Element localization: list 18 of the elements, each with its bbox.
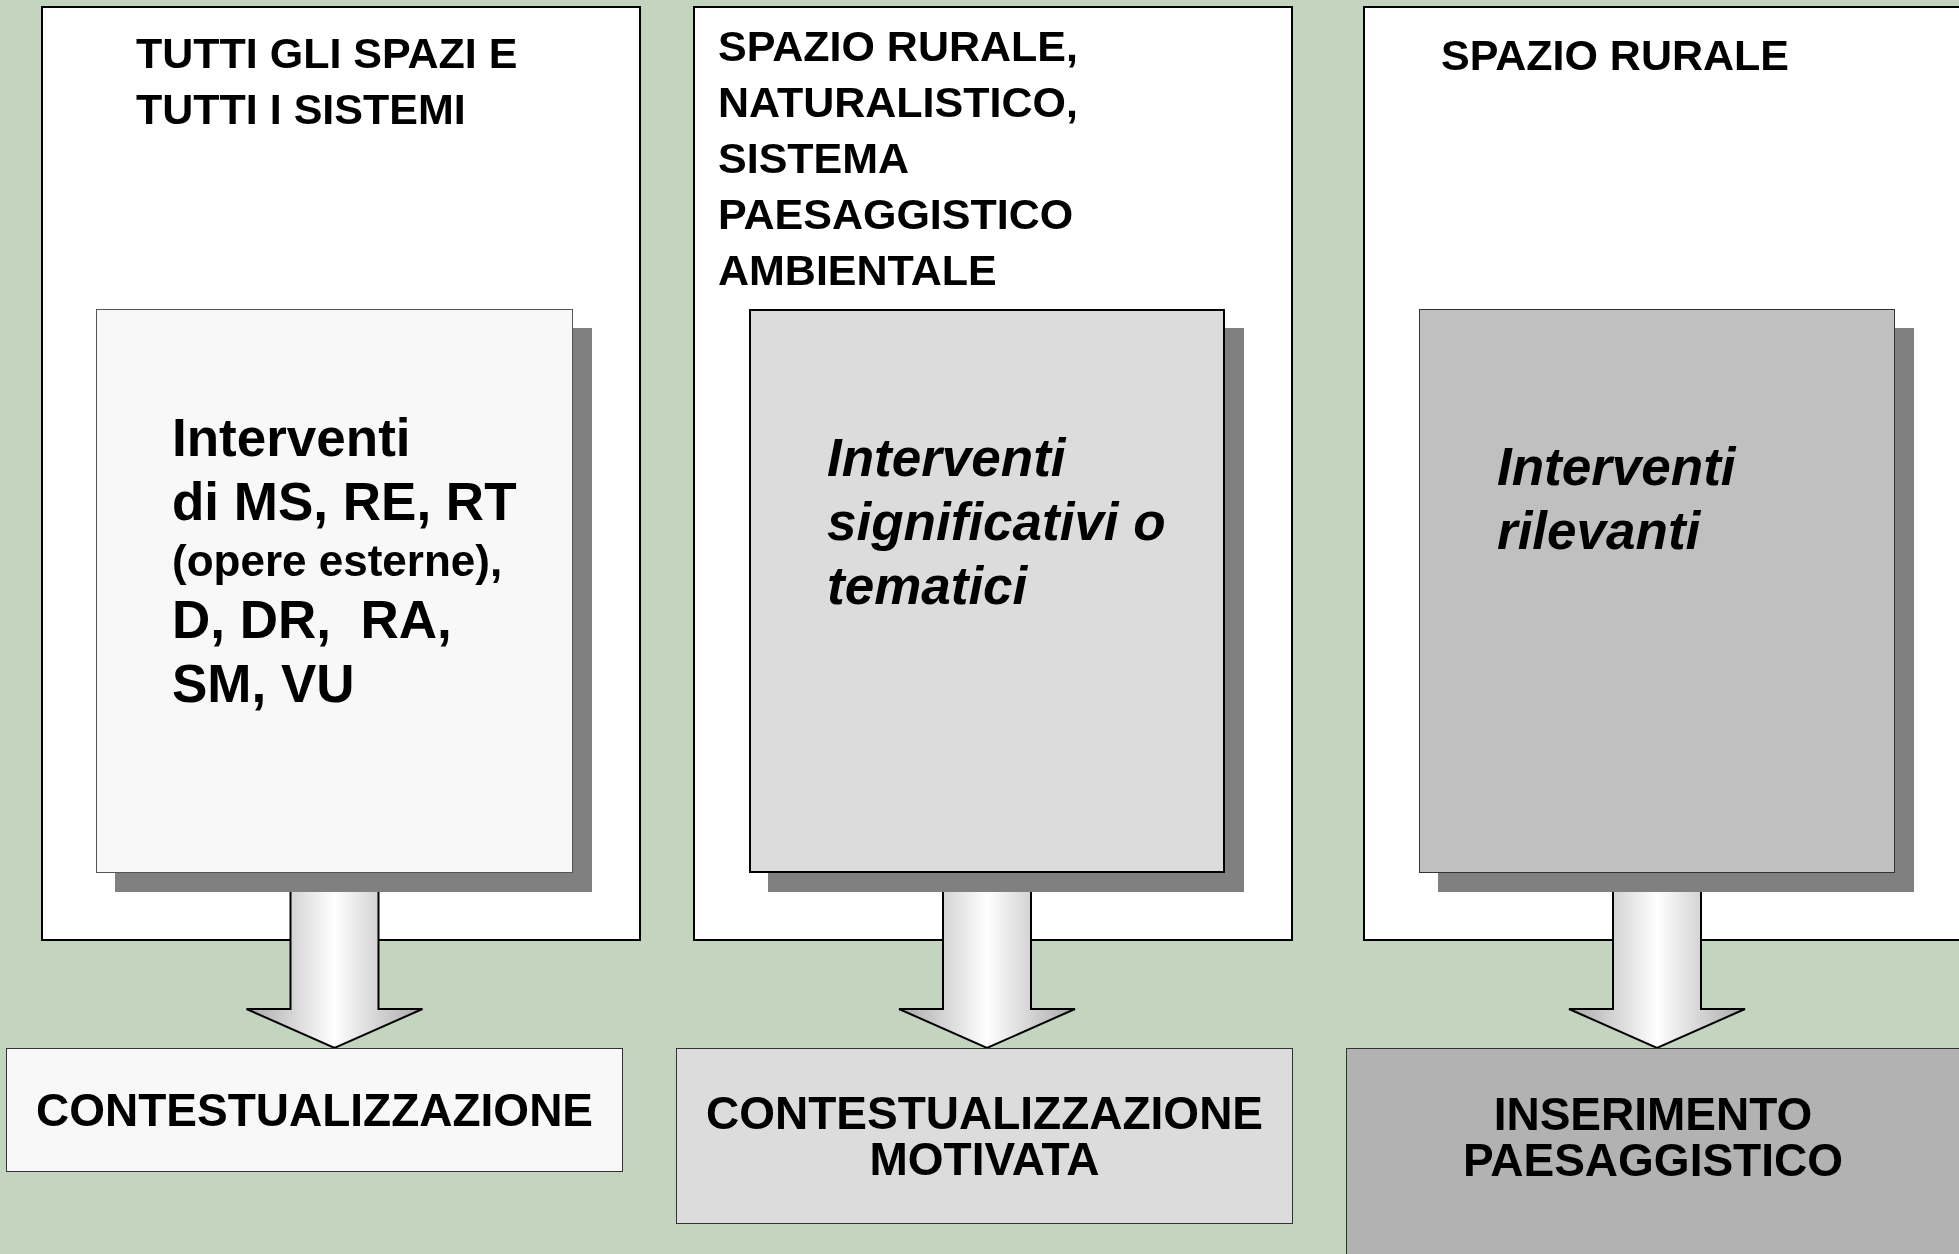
intervention-text: (opere esterne),: [172, 535, 503, 587]
outcome-label: INSERIMENTO PAESAGGISTICO: [1462, 1091, 1844, 1183]
region-heading: TUTTI GLI SPAZI E TUTTI I SISTEMI: [136, 28, 519, 135]
intervention-text: di MS, RE, RT: [172, 471, 517, 533]
region-panel: [693, 6, 1293, 941]
intervention-text: Interventi rilevanti: [1497, 436, 1738, 562]
region-panel: [41, 6, 641, 941]
region-heading: SPAZIO RURALE, NATURALISTICO, SISTEMA PAESAGGISTICO AMBIENTALE: [718, 21, 1079, 296]
outcome-box: [1346, 1048, 1959, 1254]
intervention-text: D, DR, RA, SM, VU: [172, 589, 453, 715]
intervention-text: Interventi: [172, 407, 411, 469]
outcome-box: [676, 1048, 1293, 1224]
region-panel: [1363, 6, 1959, 941]
intervention-text: Interventi significativi o tematici: [827, 427, 1167, 617]
outcome-box: [6, 1048, 623, 1172]
region-heading: SPAZIO RURALE: [1441, 30, 1790, 81]
outcome-label: CONTESTUALIZZAZIONE MOTIVATA: [704, 1089, 1265, 1182]
outcome-label: CONTESTUALIZZAZIONE: [35, 1086, 594, 1133]
